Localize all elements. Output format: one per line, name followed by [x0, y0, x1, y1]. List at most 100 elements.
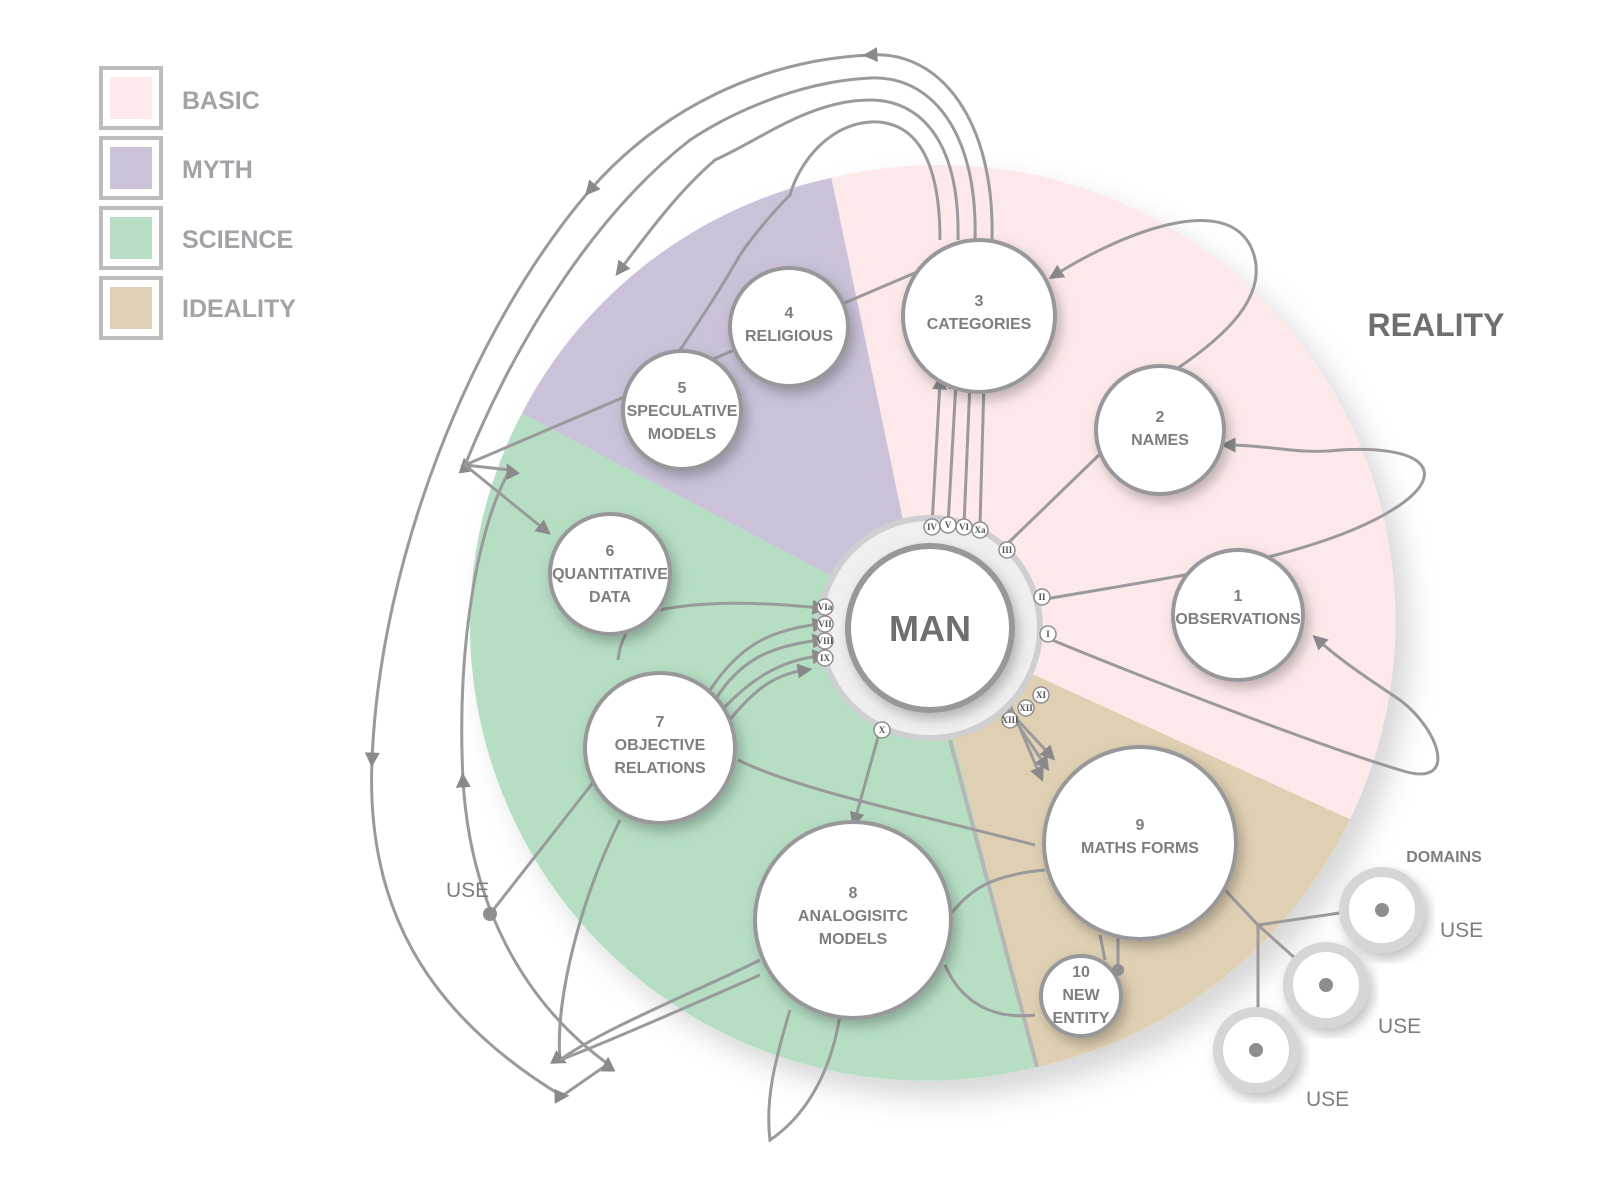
node-label: QUANTITATIVE	[552, 566, 668, 583]
connector-man-categories-3	[962, 374, 978, 526]
node-circle	[1039, 954, 1123, 1038]
node-observations: 1 OBSERVATIONS	[1171, 548, 1305, 682]
connector-man-names	[1003, 452, 1102, 548]
node-circle	[621, 349, 743, 471]
connector-man-quantitative	[616, 599, 828, 661]
roman-port-ii: II	[1033, 588, 1051, 606]
connector-man-objective-1	[708, 617, 828, 691]
roman-port-iv: IV	[923, 518, 941, 536]
node-circle	[1171, 548, 1305, 682]
node-label-2: ENTITY	[1053, 1010, 1110, 1027]
roman-port-circle	[971, 521, 989, 539]
roman-port-vii: VII	[816, 615, 834, 633]
node-objective-relations: 7 OBJECTIVE RELATIONS	[583, 671, 737, 825]
node-circle	[1042, 745, 1238, 941]
roman-port-circle	[873, 721, 891, 739]
connector-objective-use	[488, 779, 597, 915]
roman-port-label: VIII	[816, 636, 834, 646]
use-label-domain-3: USE	[1306, 1088, 1349, 1111]
domain-dot	[1249, 1043, 1263, 1057]
node-label: OBSERVATIONS	[1175, 611, 1301, 628]
connector-maths-newentity	[1098, 934, 1107, 961]
connector-categories-loop	[1048, 219, 1258, 372]
connector-man-objective-4	[726, 663, 813, 723]
roman-port-circle	[998, 541, 1016, 559]
roman-port-label: IX	[820, 653, 831, 663]
node-label: RELIGIOUS	[745, 328, 833, 345]
connector-man-names-loop	[1039, 437, 1426, 602]
legend-swatch-ideality	[110, 287, 152, 329]
roman-port-label: III	[1002, 545, 1013, 555]
node-analogistic-models: 8 ANALOGISITC MODELS	[753, 820, 953, 1020]
roman-port-label: VI	[959, 522, 969, 532]
man-label: MAN	[889, 608, 971, 649]
node-circle	[1094, 364, 1226, 496]
roman-port-xiii: XIII	[1001, 711, 1019, 729]
legend: BASIC MYTH SCIENCE IDEALITY	[99, 66, 296, 340]
reality-title: REALITY	[1368, 307, 1505, 343]
roman-port-label: VIa	[818, 602, 833, 612]
connector-man-analogistic	[849, 729, 882, 828]
node-names: 2 NAMES	[1094, 364, 1226, 496]
connector-man-objective-2	[713, 633, 828, 701]
roman-port-circle	[816, 598, 834, 616]
man-node: MAN	[817, 515, 1043, 741]
connector-man-objective-3	[720, 649, 828, 712]
connector-loop-outer	[372, 55, 994, 1096]
node-speculative-models: 5 SPECULATIVE MODELS	[621, 349, 743, 471]
node-number: 10	[1072, 964, 1090, 981]
roman-port-label: VII	[818, 619, 832, 629]
roman-port-circle	[816, 649, 834, 667]
legend-label-myth: MYTH	[182, 156, 253, 184]
roman-port-label: XIII	[1001, 715, 1019, 725]
node-number: 5	[678, 380, 687, 397]
legend-swatch-myth	[110, 147, 152, 189]
node-label-2: RELATIONS	[614, 760, 706, 777]
node-circle	[728, 266, 850, 388]
roman-port-label: XII	[1019, 703, 1033, 713]
domains-label: DOMAINS	[1406, 849, 1482, 866]
node-circle	[548, 512, 672, 636]
roman-port-via: VIa	[816, 598, 834, 616]
node-label-2: MODELS	[648, 426, 717, 443]
roman-port-circle	[1001, 711, 1019, 729]
node-number: 7	[656, 714, 665, 731]
roman-port-label: V	[945, 520, 952, 530]
node-label-2: DATA	[589, 589, 632, 606]
connectors	[372, 55, 1440, 1143]
connector-man-categories-1	[930, 374, 948, 526]
legend-label-science: SCIENCE	[182, 226, 293, 254]
node-number: 9	[1136, 817, 1145, 834]
roman-port-xa: Xa	[971, 521, 989, 539]
domains: DOMAINS USE USE USE	[1213, 849, 1483, 1111]
node-circle	[753, 820, 953, 1020]
connector-man-categories-4	[976, 374, 992, 526]
connector-categories-to-religious	[615, 98, 960, 276]
roman-port-circle	[816, 615, 834, 633]
connector-categories-to-speculative	[738, 120, 942, 256]
roman-port-v: V	[939, 516, 957, 534]
roman-port-circle	[1017, 699, 1035, 717]
node-label: SPECULATIVE	[627, 403, 738, 420]
node-circle	[901, 238, 1057, 394]
connector-man-observations-loop	[1039, 633, 1440, 776]
use-label-domain-2: USE	[1378, 1015, 1421, 1038]
roman-port-iii: III	[998, 541, 1016, 559]
sector-divider	[948, 739, 1039, 1068]
roman-port-xii: XII	[1017, 699, 1035, 717]
connector-objective-loop-2	[559, 973, 761, 1062]
node-maths-forms: 9 MATHS FORMS	[1042, 745, 1238, 941]
connector-categories-to-quantitative	[463, 76, 977, 535]
man-inner-circle	[845, 543, 1015, 713]
node-number: 4	[785, 305, 794, 322]
node-label: NEW	[1062, 987, 1100, 1004]
roman-port-ix: IX	[816, 649, 834, 667]
node-number: 1	[1234, 588, 1243, 605]
domain-dot	[1319, 978, 1333, 992]
roman-port-label: Xa	[975, 525, 986, 535]
node-quantitative-data: 6 QUANTITATIVE DATA	[548, 512, 672, 636]
node-number: 3	[975, 293, 984, 310]
node-religious: 4 RELIGIOUS	[728, 266, 850, 388]
